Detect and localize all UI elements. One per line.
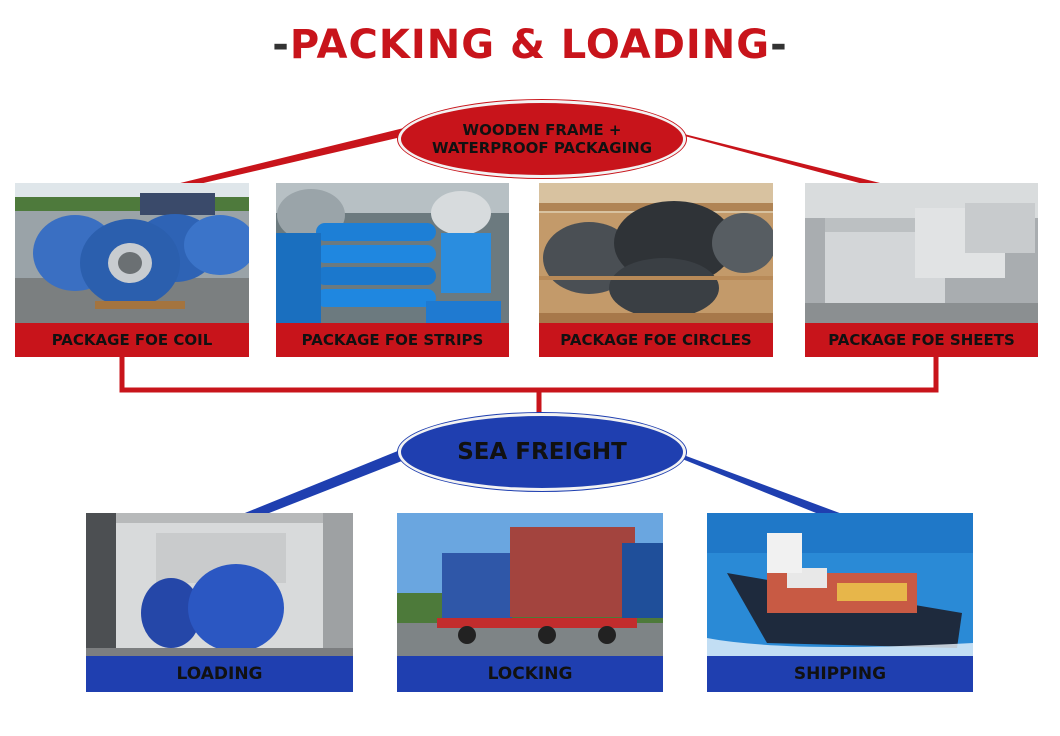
circles-photo <box>539 183 773 323</box>
sea-freight-label: SEA FREIGHT <box>457 439 627 465</box>
blue-connector-right <box>650 446 845 515</box>
sheets-photo <box>805 183 1038 323</box>
strips-photo <box>276 183 509 323</box>
loading-photo <box>86 513 353 658</box>
loading-label: LOADING <box>86 656 353 692</box>
package-sheets-label: PACKAGE FOE SHEETS <box>805 323 1038 357</box>
locking-panel: LOCKING <box>397 513 663 692</box>
package-strips-label: PACKAGE FOE STRIPS <box>276 323 509 357</box>
coil-photo <box>15 183 249 323</box>
red-connector-right <box>640 124 900 188</box>
title-dash-right: - <box>770 22 788 68</box>
red-bracket <box>119 356 939 393</box>
page-title: -PACKING & LOADING- <box>0 22 1060 68</box>
red-connector-left <box>160 124 440 188</box>
package-coil-label: PACKAGE FOE COIL <box>15 323 249 357</box>
packaging-oval: WOODEN FRAME + WATERPROOF PACKAGING <box>398 100 686 178</box>
shipping-photo <box>707 513 973 658</box>
title-text: PACKING & LOADING <box>289 22 771 68</box>
title-dash-left: - <box>272 22 290 68</box>
package-circles-panel: PACKAGE FOE CIRCLES <box>539 183 773 357</box>
packaging-oval-line2: WATERPROOF PACKAGING <box>431 139 653 157</box>
package-sheets-panel: PACKAGE FOE SHEETS <box>805 183 1038 357</box>
shipping-panel: SHIPPING <box>707 513 973 692</box>
packaging-oval-line1: WOODEN FRAME + <box>462 121 622 139</box>
package-coil-panel: PACKAGE FOE COIL <box>15 183 249 357</box>
sea-freight-oval: SEA FREIGHT <box>398 413 686 491</box>
blue-connector-left <box>240 446 430 515</box>
package-circles-label: PACKAGE FOE CIRCLES <box>539 323 773 357</box>
shipping-label: SHIPPING <box>707 656 973 692</box>
loading-panel: LOADING <box>86 513 353 692</box>
locking-label: LOCKING <box>397 656 663 692</box>
locking-photo <box>397 513 663 658</box>
package-strips-panel: PACKAGE FOE STRIPS <box>276 183 509 357</box>
